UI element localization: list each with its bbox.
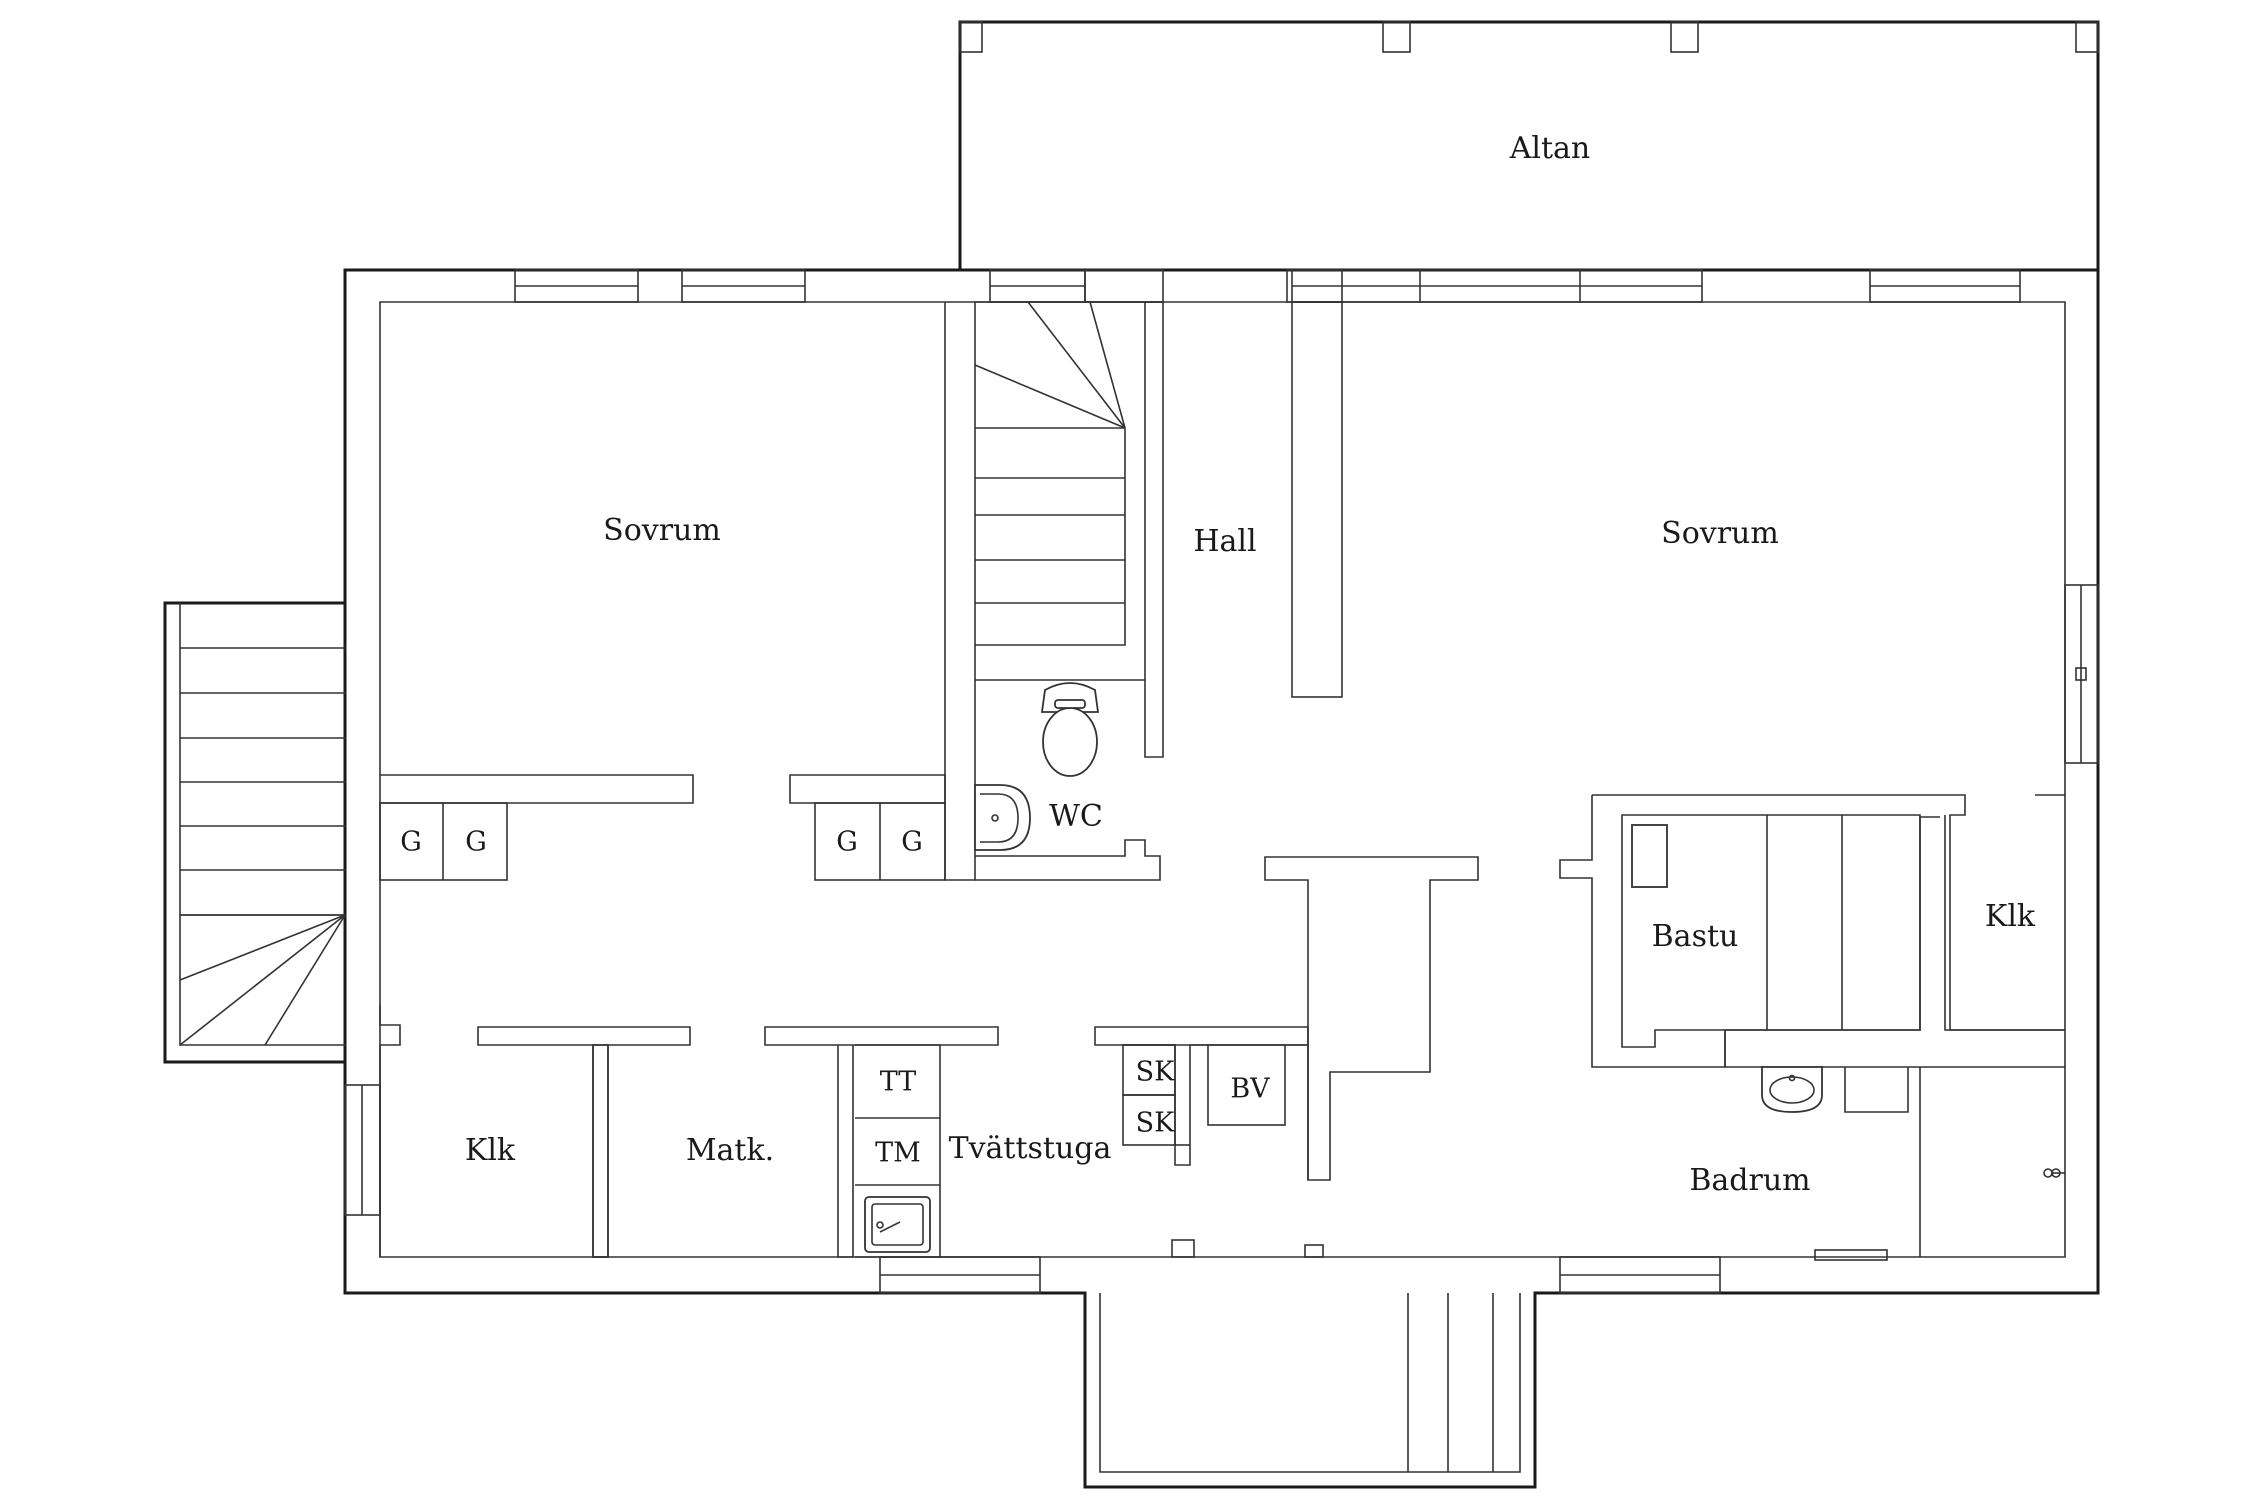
altan-balcony xyxy=(959,21,2099,53)
windows-south xyxy=(879,1256,1721,1294)
window-west xyxy=(344,1084,381,1216)
outer-walls xyxy=(343,20,2100,1489)
sauna-heater-icon xyxy=(1631,824,1668,888)
bathroom-sink-icon xyxy=(1761,1066,1823,1113)
toilet-icon xyxy=(1040,682,1100,777)
room-label-sovrum-left: Sovrum xyxy=(603,513,721,548)
terrace-south xyxy=(1099,1293,1521,1473)
floor-drain-icon xyxy=(1814,1249,1888,1261)
fixture-label-sk2: SK xyxy=(1136,1108,1175,1139)
windows-north xyxy=(514,269,2021,303)
shower-head-icon xyxy=(2043,1168,2065,1178)
room-label-klk-right: Klk xyxy=(1985,899,2036,934)
room-label-bastu: Bastu xyxy=(1652,919,1739,954)
exterior-stairs-west xyxy=(163,601,346,1064)
room-label-badrum: Badrum xyxy=(1689,1163,1810,1198)
fixture-label-tm: TM xyxy=(875,1138,921,1169)
laundry-sink-icon xyxy=(864,1196,931,1253)
interior-walls xyxy=(379,301,2065,1258)
room-label-altan: Altan xyxy=(1509,131,1591,166)
closet-label-g1: G xyxy=(400,827,422,858)
wc-sink-icon xyxy=(974,784,1031,851)
interior-stairs xyxy=(974,301,1126,604)
fixture-label-sk1: SK xyxy=(1136,1057,1175,1088)
fixture-label-bv: BV xyxy=(1230,1074,1270,1105)
room-label-tvattstuga: Tvättstuga xyxy=(949,1131,1112,1166)
closet-label-g4: G xyxy=(901,827,923,858)
closet-label-g2: G xyxy=(465,827,487,858)
room-label-matk: Matk. xyxy=(686,1133,774,1168)
fixture-label-tt: TT xyxy=(880,1067,917,1098)
room-label-klk-left: Klk xyxy=(465,1133,516,1168)
room-label-hall: Hall xyxy=(1193,524,1256,559)
room-label-wc: WC xyxy=(1049,799,1103,834)
closet-label-g3: G xyxy=(836,827,858,858)
room-label-sovrum-right: Sovrum xyxy=(1661,516,1779,551)
window-east xyxy=(2064,584,2099,764)
